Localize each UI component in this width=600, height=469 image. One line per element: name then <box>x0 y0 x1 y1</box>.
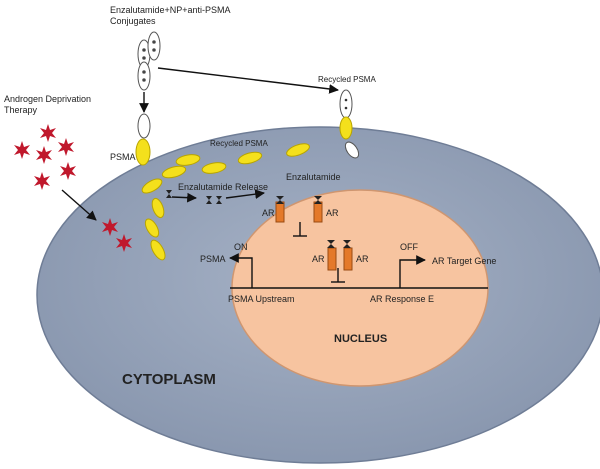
recycled-psma-top-group <box>339 89 360 159</box>
recycled-psma-top-label: Recycled PSMA <box>318 75 376 84</box>
ar-target-gene-label: AR Target Gene <box>432 256 496 266</box>
arrow-release <box>171 192 197 203</box>
ar-target-promoter-arrow <box>399 255 426 288</box>
ar-response-element-label: AR Response E <box>370 294 434 304</box>
on-label: ON <box>234 242 248 252</box>
enzalutamide-release-label: Enzalutamide Release <box>178 182 268 192</box>
conjugate-stack <box>137 31 161 91</box>
cytoplasm-label: CYTOPLASM <box>122 371 216 388</box>
conjugates-label-line2: Conjugates <box>110 16 156 26</box>
ar-label-2: AR <box>326 208 339 218</box>
adt-stars <box>14 124 132 252</box>
arrow-adt <box>61 189 97 221</box>
psma-receptors <box>135 113 310 261</box>
ar-label-3: AR <box>312 254 325 264</box>
arrow-to-ar <box>225 189 265 200</box>
off-label: OFF <box>400 242 418 252</box>
conjugates-label-line1: Enzalutamide+NP+anti-PSMA <box>110 5 231 15</box>
ar-label-1: AR <box>262 208 275 218</box>
nucleus-label: NUCLEUS <box>334 333 387 345</box>
ar-label-4: AR <box>356 254 369 264</box>
recycled-psma-membrane-label: Recycled PSMA <box>210 139 268 148</box>
arrow-to-recycled-psma <box>157 67 339 94</box>
adt-label-line1: Androgen Deprivation <box>4 94 91 104</box>
enzalutamide-molecules <box>166 190 222 204</box>
enzalutamide-label: Enzalutamide <box>286 172 341 182</box>
adt-label-line2: Therapy <box>4 105 38 115</box>
psma-receptor-label: PSMA <box>110 152 136 162</box>
psma-upstream-label: PSMA Upstream <box>228 294 295 304</box>
psma-gene-label: PSMA <box>200 254 226 264</box>
psma-promoter-arrow <box>229 253 253 288</box>
ar-receptors <box>275 196 353 271</box>
